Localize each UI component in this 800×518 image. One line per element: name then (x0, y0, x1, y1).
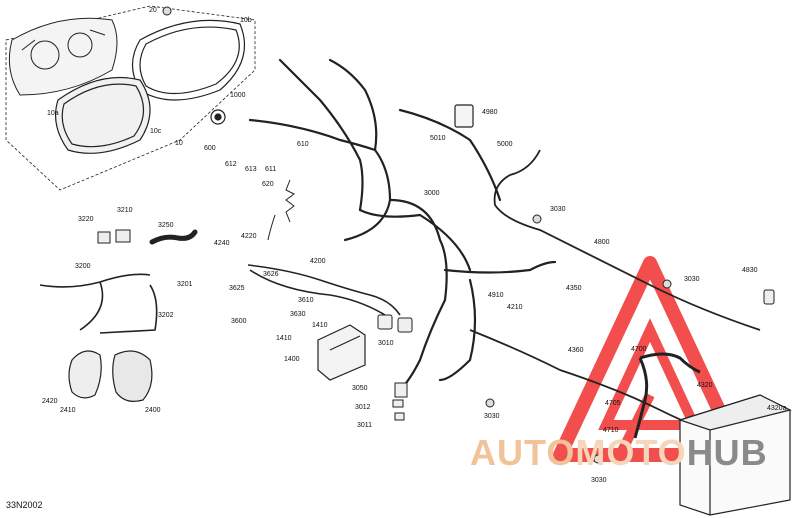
label-10b: 10b (240, 17, 252, 24)
bezel-10c (55, 77, 151, 154)
label-4210: 4210 (507, 304, 523, 311)
watermark-text: AUTOMOTOHUB (470, 432, 768, 474)
relay-4980 (454, 104, 474, 128)
connector-3220 (97, 229, 131, 244)
label-4320: 4320 (697, 382, 713, 389)
label-612: 612 (225, 161, 237, 168)
ignition-switch-1000 (210, 109, 226, 125)
hose-3250 (149, 229, 198, 245)
label-4800: 4800 (594, 239, 610, 246)
label-3011: 3011 (357, 422, 372, 429)
label-2410: 2410 (60, 407, 76, 414)
cable-4700 (633, 352, 701, 439)
regulator-1400 (317, 324, 366, 381)
label-3250: 3250 (158, 222, 174, 229)
label-3050: 3050 (352, 385, 368, 392)
reference-code: 33N2002 (6, 500, 43, 510)
label-4710: 4710 (603, 427, 619, 434)
harness-4200 (247, 264, 401, 316)
label-1410-a: 1410 (312, 322, 328, 329)
nut-3030 (162, 6, 672, 464)
watermark-hub: HUB (686, 432, 768, 473)
label-4360: 4360 (568, 347, 584, 354)
label-3600: 3600 (231, 318, 247, 325)
label-3630: 3630 (290, 311, 306, 318)
label-620: 620 (262, 181, 274, 188)
label-600: 600 (204, 145, 216, 152)
label-4240: 4240 (214, 240, 230, 247)
label-4220: 4220 (241, 233, 257, 240)
label-1000: 1000 (230, 92, 246, 99)
part-labels: 20 10b 10a 10c 10 1000 600 612 613 611 6… (42, 7, 787, 484)
label-611: 611 (265, 166, 276, 173)
gauge-cluster-10a (8, 17, 118, 96)
switch-housing-2410 (68, 350, 102, 399)
label-5010: 5010 (430, 135, 446, 142)
label-5000: 5000 (497, 141, 513, 148)
label-4200: 4200 (310, 258, 326, 265)
label-10a: 10a (47, 110, 59, 117)
label-3000: 3000 (424, 190, 440, 197)
label-3030-b: 3030 (684, 276, 700, 283)
connector-3010 (377, 314, 413, 333)
label-10c: 10c (150, 128, 162, 135)
label-3012: 3012 (355, 404, 371, 411)
watermark-auto: AUTO (470, 432, 576, 473)
main-harness-3000 (248, 58, 557, 392)
label-3210: 3210 (117, 207, 133, 214)
label-4320a: 4320a (767, 405, 787, 412)
lens-frame-10b (131, 19, 246, 101)
label-3626: 3626 (263, 271, 279, 278)
label-2420: 2420 (42, 398, 58, 405)
label-3202: 3202 (158, 312, 174, 319)
label-4705: 4705 (605, 400, 621, 407)
label-3010: 3010 (378, 340, 394, 347)
label-3030-c: 3030 (484, 413, 500, 420)
label-1400: 1400 (284, 356, 300, 363)
label-3030-d: 3030 (591, 477, 607, 484)
battery-4320 (678, 394, 792, 516)
label-4980: 4980 (482, 109, 498, 116)
label-10: 10 (175, 140, 183, 147)
switch-housing-2400 (112, 350, 153, 402)
label-3220: 3220 (78, 216, 94, 223)
strap-4830 (763, 289, 775, 305)
label-4830: 4830 (742, 267, 758, 274)
label-3201: 3201 (177, 281, 193, 288)
label-2400: 2400 (145, 407, 161, 414)
label-3610: 3610 (298, 297, 314, 304)
fuse-holder-620 (267, 179, 295, 241)
label-4910: 4910 (488, 292, 504, 299)
label-4700: 4700 (631, 346, 647, 353)
label-1410-b: 1410 (276, 335, 292, 342)
label-3625: 3625 (229, 285, 245, 292)
watermark-moto: MOTO (575, 432, 687, 473)
harness-3200 (39, 273, 158, 334)
label-3200: 3200 (75, 263, 91, 270)
connector-3050 (392, 382, 408, 421)
label-610: 610 (297, 141, 309, 148)
label-20: 20 (149, 7, 157, 14)
label-4350: 4350 (566, 285, 582, 292)
label-3030-a: 3030 (550, 206, 566, 213)
label-613: 613 (245, 166, 257, 173)
